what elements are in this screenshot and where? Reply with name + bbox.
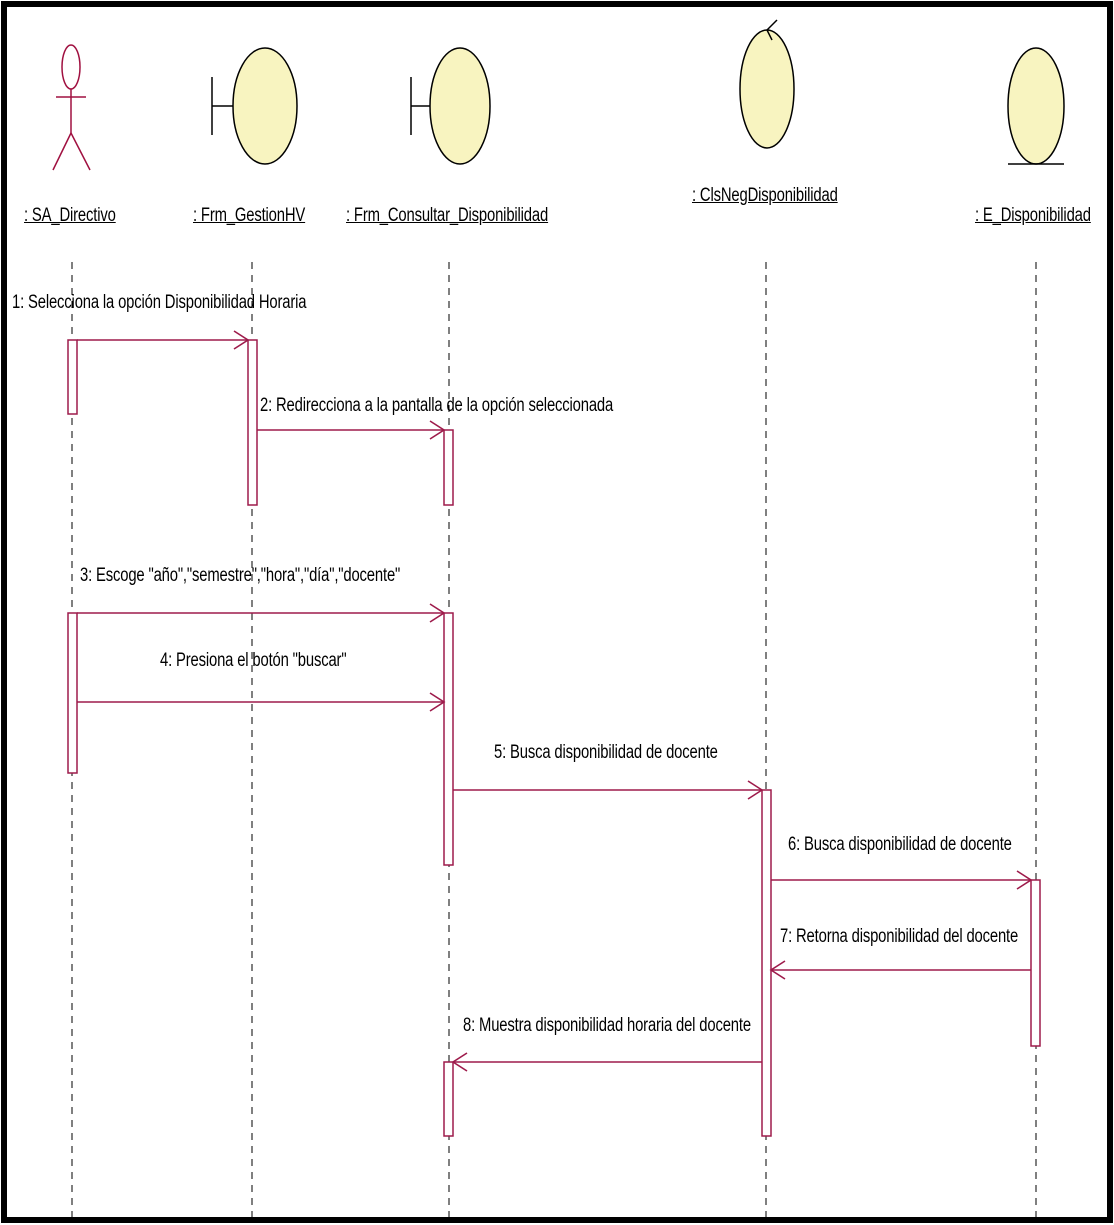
- participant-label-actor: : SA_Directivo: [24, 205, 116, 226]
- message-label-2: 2: Redirecciona a la pantalla de la opci…: [260, 395, 614, 416]
- activation-gestion-1: [247, 339, 258, 506]
- message-label-7: 7: Retorna disponibilidad del docente: [780, 926, 1019, 947]
- message-label-1: 1: Selecciona la opción Disponibilidad H…: [12, 292, 307, 313]
- activation-entidad: [1030, 879, 1041, 1047]
- boundary-icon-consultar: [410, 47, 491, 165]
- activation-actor-1: [67, 339, 78, 415]
- message-label-4: 4: Presiona el botón "buscar": [160, 650, 347, 671]
- entity-icon-entidad: [1007, 47, 1065, 165]
- message-arrow-6: [771, 870, 1033, 890]
- activation-consultar-1: [443, 429, 454, 506]
- participant-label-consultar: : Frm_Consultar_Disponibilidad: [346, 205, 549, 226]
- boundary-icon-gestion: [211, 47, 298, 165]
- participant-label-clsneg: : ClsNegDisponibilidad: [692, 185, 838, 206]
- actor-icon: [52, 44, 91, 171]
- message-arrow-7: [769, 960, 1031, 980]
- message-label-5: 5: Busca disponibilidad de docente: [494, 742, 718, 763]
- activation-actor-2: [67, 612, 78, 774]
- message-arrow-3: [77, 603, 446, 623]
- control-icon-clsneg: [739, 19, 795, 149]
- message-arrow-5: [453, 780, 764, 800]
- participant-label-entidad: : E_Disponibilidad: [975, 205, 1091, 226]
- message-label-6: 6: Busca disponibilidad de docente: [788, 834, 1012, 855]
- message-arrow-8: [451, 1052, 762, 1072]
- activation-clsneg: [761, 789, 772, 1137]
- message-arrow-4: [77, 692, 446, 712]
- message-label-3: 3: Escoge "año","semestre","hora","día",…: [80, 565, 401, 586]
- message-arrow-2: [257, 420, 446, 440]
- message-arrow-1: [77, 330, 250, 350]
- message-label-8: 8: Muestra disponibilidad horaria del do…: [463, 1015, 751, 1036]
- activation-consultar-2: [443, 612, 454, 866]
- activation-consultar-3: [443, 1061, 454, 1137]
- participant-label-gestion: : Frm_GestionHV: [193, 205, 306, 226]
